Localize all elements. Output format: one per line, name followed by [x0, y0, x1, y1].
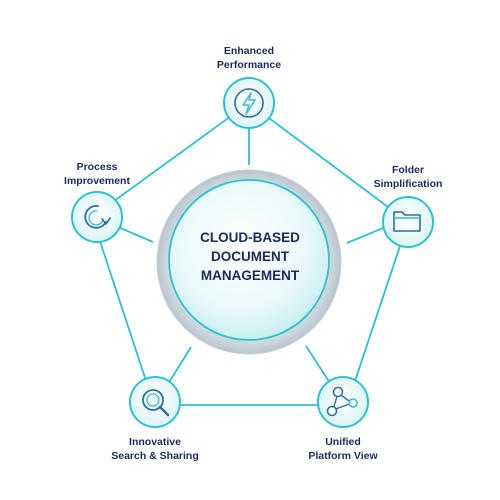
spoke-folder-simplification	[346, 227, 384, 244]
label-line: Platform View	[308, 450, 378, 462]
node-unified-platform-view	[317, 376, 369, 428]
label-process-improvement: Process Improvement	[47, 160, 147, 188]
refresh-cycle-icon	[84, 205, 111, 229]
label-line: Enhanced	[223, 45, 275, 57]
label-line: Performance	[216, 59, 282, 71]
label-line: Improvement	[64, 175, 130, 187]
center-title: CLOUD-BASED DOCUMENT MANAGEMENT	[170, 228, 330, 285]
center-hub	[156, 169, 342, 355]
label-line: Unified	[325, 436, 361, 448]
node-process-improvement	[71, 191, 123, 243]
label-folder-simplification: Folder Simplification	[358, 163, 458, 191]
label-line: Search & Sharing	[111, 450, 199, 462]
label-line: Simplification	[373, 178, 443, 190]
center-title-line-1: CLOUD-BASED	[200, 230, 300, 245]
label-innovative-search-sharing: Innovative Search & Sharing	[100, 435, 210, 463]
lightning-bolt-icon	[234, 88, 264, 118]
label-unified-platform-view: Unified Platform View	[293, 435, 393, 463]
node-innovative-search-sharing	[129, 376, 181, 428]
node-folder-simplification	[382, 196, 434, 248]
center-title-line-3: MANAGEMENT	[200, 268, 300, 283]
center-title-line-2: DOCUMENT	[211, 249, 289, 264]
network-nodes-icon	[326, 386, 358, 417]
label-line: Folder	[391, 164, 425, 176]
spoke-innovative-search	[167, 346, 192, 385]
spoke-unified-platform-view	[305, 345, 331, 384]
pentagon-outline	[90, 101, 410, 406]
folder-icon	[393, 211, 421, 232]
magnifier-icon	[142, 389, 170, 417]
label-line: Innovative	[129, 436, 181, 448]
spoke-process-improvement	[117, 226, 154, 243]
label-line: Process	[76, 161, 118, 173]
label-enhanced-performance: Enhanced Performance	[199, 44, 299, 72]
node-enhanced-performance	[223, 77, 275, 129]
